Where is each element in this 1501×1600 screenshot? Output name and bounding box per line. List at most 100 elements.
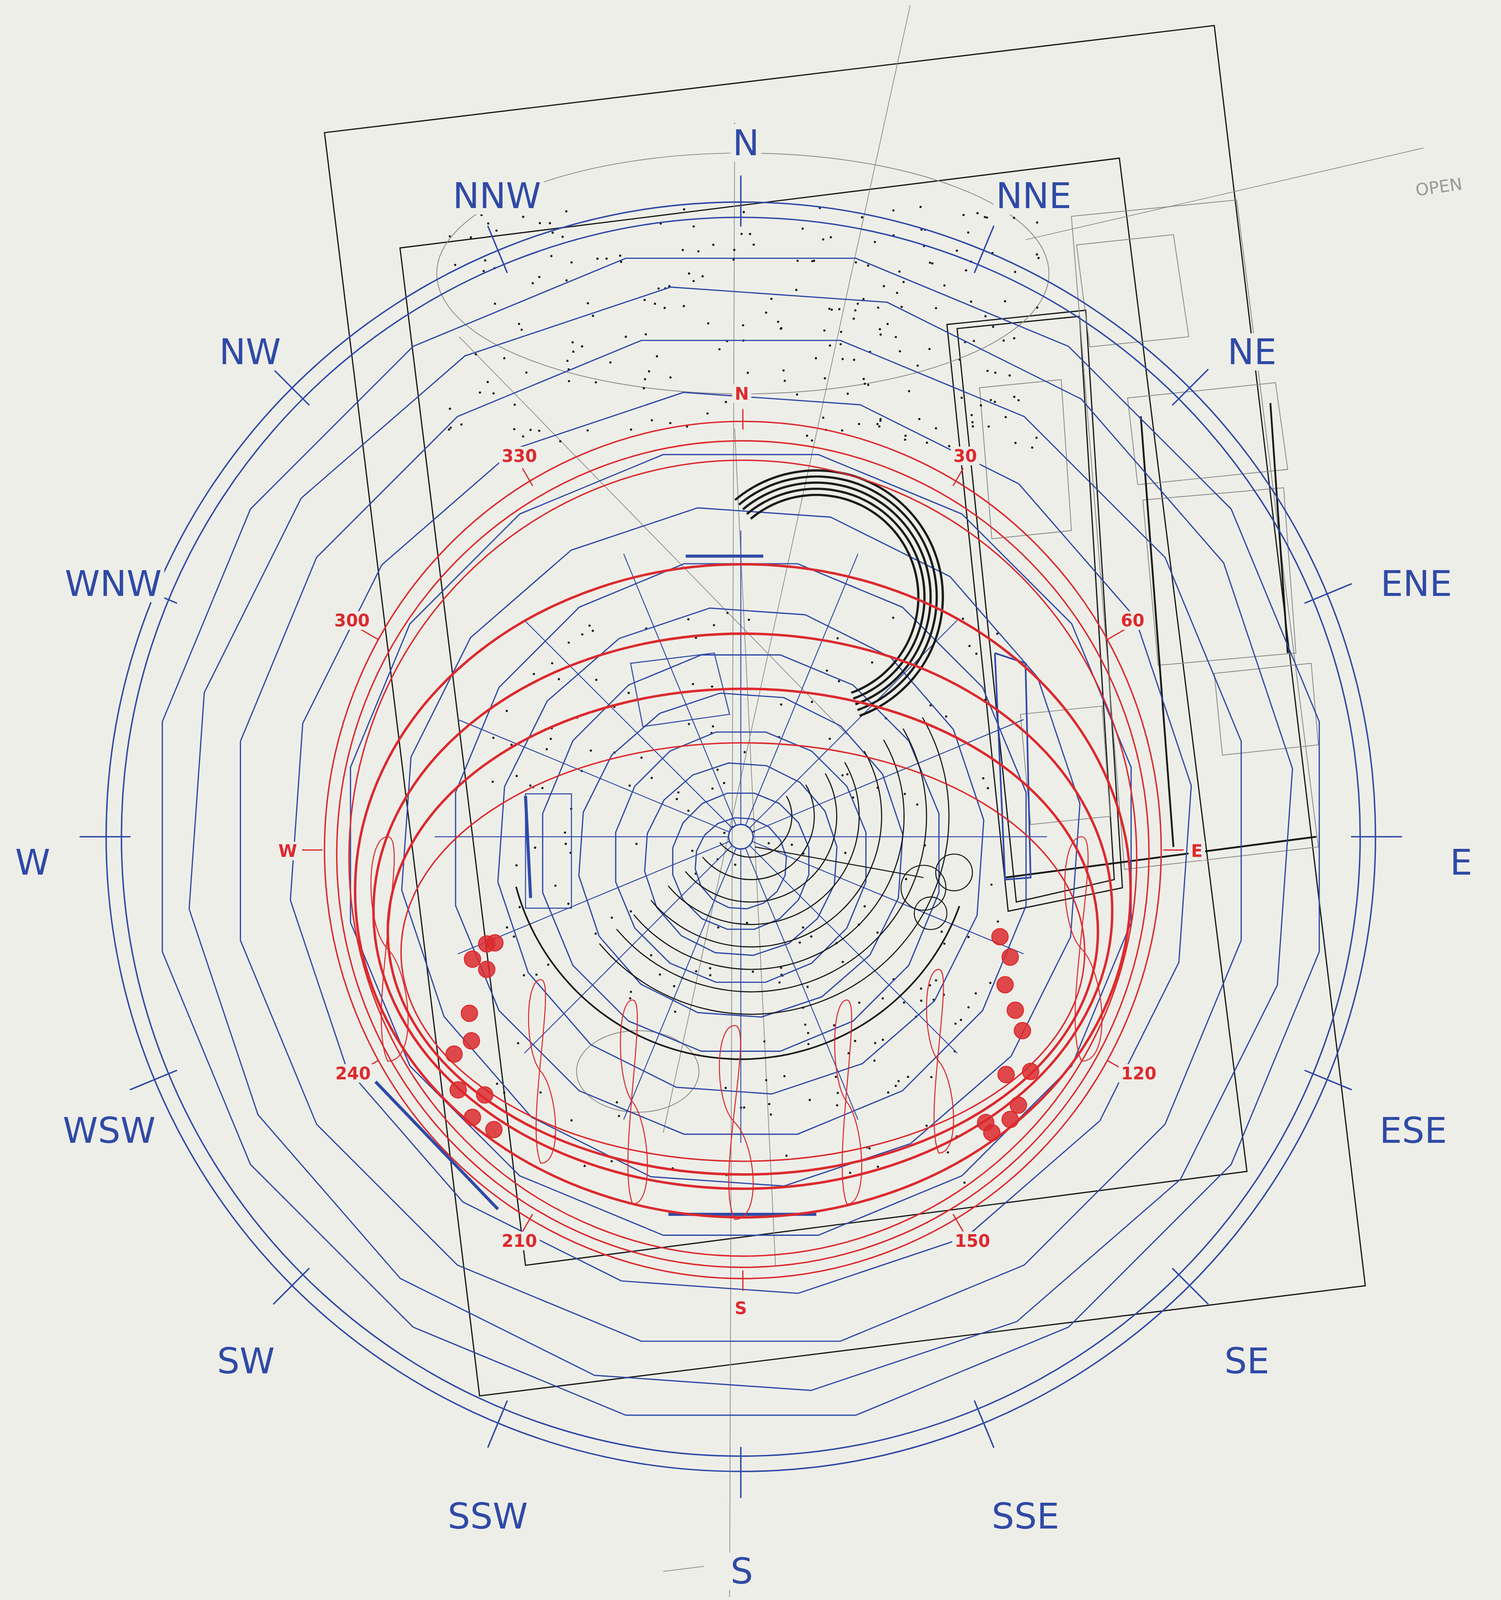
radial-spoke: [458, 841, 730, 954]
direction-tick: [740, 1446, 742, 1499]
survey-dot: [906, 1075, 909, 1078]
survey-dot: [822, 238, 825, 241]
survey-dot: [669, 422, 672, 425]
frame-outline: [400, 158, 1247, 1266]
survey-dot: [782, 369, 785, 372]
survey-dot: [862, 377, 865, 380]
survey-dot: [961, 617, 964, 620]
survey-dot: [1035, 436, 1038, 439]
survey-dot: [798, 941, 801, 944]
shell-arc: [685, 773, 837, 903]
survey-dot: [682, 304, 685, 308]
shell-arc: [668, 762, 860, 925]
survey-dot: [810, 700, 813, 703]
survey-dot: [532, 672, 536, 676]
survey-dot: [675, 798, 678, 801]
bearing-label: 240: [332, 1064, 374, 1083]
bearing-label: 120: [1118, 1064, 1160, 1083]
survey-dot: [486, 381, 489, 384]
survey-dot: [535, 973, 538, 976]
survey-dot: [710, 685, 714, 688]
survey-dot: [783, 379, 786, 382]
sun-position-dot: [1010, 1097, 1027, 1114]
survey-dot: [993, 400, 997, 403]
survey-dot: [876, 422, 879, 426]
sun-path-ring: [355, 564, 1131, 1218]
survey-dot: [801, 926, 805, 929]
survey-dot: [916, 364, 919, 367]
survey-dot: [862, 298, 865, 301]
survey-dot: [503, 1091, 506, 1094]
survey-dot: [732, 248, 736, 251]
survey-dot: [550, 255, 553, 258]
survey-dot: [856, 302, 859, 305]
survey-dot: [925, 441, 928, 444]
survey-dot: [891, 616, 895, 619]
survey-dot: [881, 1038, 884, 1041]
survey-dot: [515, 864, 518, 867]
survey-dot: [548, 222, 552, 225]
bearing-label: S: [732, 1298, 750, 1318]
survey-dot: [655, 355, 659, 358]
survey-dot: [512, 935, 515, 938]
survey-dot: [943, 284, 946, 287]
survey-dot: [971, 425, 975, 428]
survey-dot: [581, 633, 584, 636]
c-shaped-arc: [750, 494, 919, 693]
survey-dot: [983, 215, 986, 218]
survey-dot: [503, 356, 506, 360]
survey-dot: [484, 259, 487, 262]
survey-dot: [902, 280, 905, 283]
survey-dot: [539, 1091, 542, 1094]
survey-dot: [749, 233, 752, 236]
survey-dot: [839, 343, 842, 346]
survey-dot: [534, 846, 537, 849]
survey-dot: [796, 259, 799, 262]
survey-dot: [640, 756, 643, 759]
survey-dot: [897, 1079, 900, 1082]
analemma-loop: [719, 1025, 754, 1220]
survey-dot: [863, 382, 866, 385]
construction-lines: [436, 5, 1424, 1598]
c-shaped-arc: [738, 476, 937, 711]
survey-dot: [974, 992, 977, 995]
sun-path-ring: [400, 742, 1085, 1161]
bearing-tick: [522, 1214, 533, 1233]
survey-dot: [962, 214, 965, 217]
plan-room: [1076, 234, 1189, 347]
survey-dot: [986, 787, 989, 790]
survey-dot: [828, 344, 832, 347]
survey-dot: [969, 300, 972, 303]
contour-polygon: [162, 258, 1320, 1416]
survey-dot: [591, 629, 594, 632]
guide-ellipse: [436, 153, 1050, 394]
sun-path-ring: [348, 460, 1137, 1257]
survey-dot: [1004, 415, 1007, 418]
survey-dot: [448, 407, 451, 410]
survey-dot: [478, 391, 481, 394]
survey-dot: [1013, 395, 1016, 398]
survey-dot: [709, 974, 712, 977]
bold-segment: [525, 795, 531, 898]
survey-dot: [768, 1103, 771, 1106]
survey-dot: [724, 1086, 727, 1090]
survey-dot: [946, 1151, 949, 1154]
survey-dot: [746, 371, 750, 374]
contour-polygon: [189, 287, 1293, 1391]
survey-dot: [518, 322, 521, 325]
survey-dot: [743, 1106, 746, 1109]
survey-dot: [491, 780, 494, 783]
survey-dot: [557, 677, 560, 681]
survey-dot: [985, 216, 988, 219]
survey-dot: [541, 787, 544, 790]
survey-dot: [989, 981, 992, 984]
sun-path-ring: [324, 421, 1161, 1279]
survey-dot: [658, 973, 662, 976]
survey-dot: [967, 1006, 970, 1009]
survey-dot: [724, 400, 728, 404]
survey-dot: [1036, 306, 1039, 309]
survey-dot: [928, 261, 931, 264]
survey-dot: [965, 269, 968, 272]
survey-dot: [492, 392, 495, 395]
bearing-tick: [1106, 629, 1125, 640]
